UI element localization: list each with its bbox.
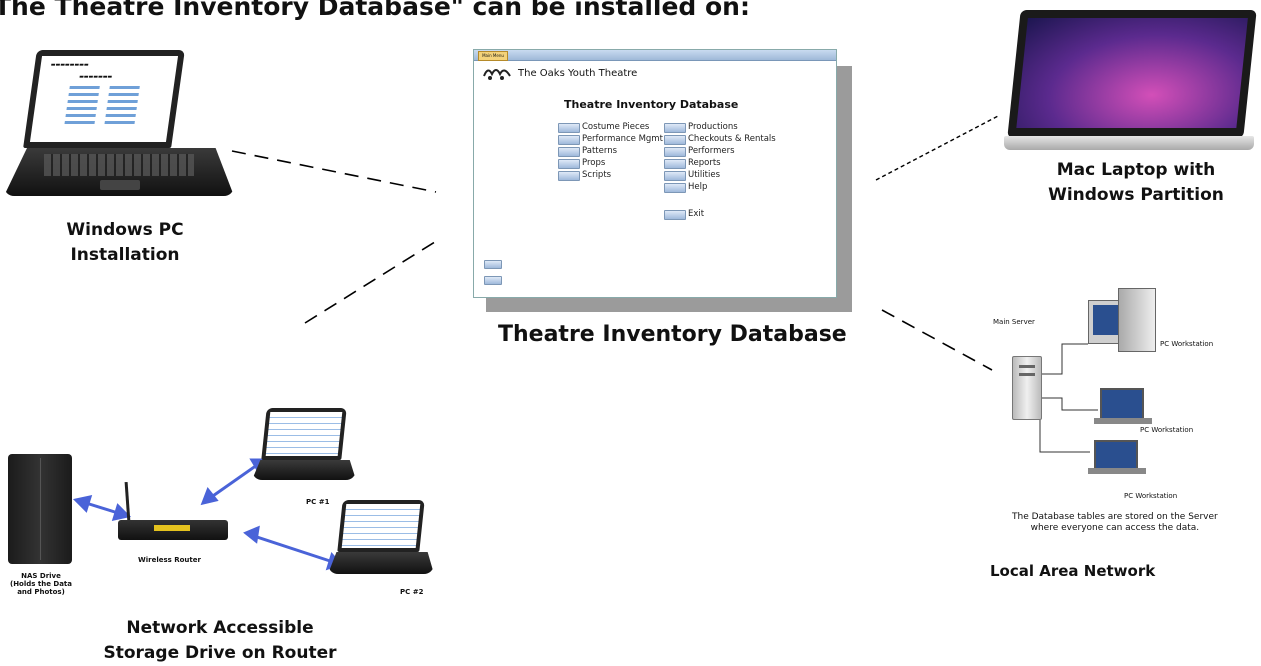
caption-windows-pc: Windows PC Installation <box>66 220 184 265</box>
caption-center: Theatre Inventory Database <box>498 322 847 347</box>
menu-label: Productions <box>688 122 738 132</box>
theatre-logo <box>482 66 512 82</box>
windows-laptop-screen: ▬▬▬▬▬▬▬▬ ▬▬▬▬▬▬▬ <box>23 50 185 148</box>
windows-laptop-base <box>4 148 234 196</box>
page-heading: The Theatre Inventory Database" can be i… <box>0 0 750 21</box>
menu-button-exit[interactable] <box>664 210 686 220</box>
workstation-laptop-3-icon <box>1094 440 1138 470</box>
menu-button-help[interactable] <box>664 183 686 193</box>
nas-drive-icon <box>8 454 72 564</box>
caption-nas: Network Accessible Storage Drive on Rout… <box>103 618 337 663</box>
db-title: Theatre Inventory Database <box>564 98 739 111</box>
connector-windows <box>231 150 437 193</box>
menu-label: Performance Mgmt <box>582 134 663 144</box>
connector-lan <box>881 309 993 371</box>
lan-main-server-label: Main Server <box>993 318 1035 326</box>
mac-laptop-base <box>1004 136 1254 150</box>
menu-label: Performers <box>688 146 735 156</box>
workstation-laptop-3-base <box>1088 468 1146 474</box>
menu-button-reports[interactable] <box>664 159 686 169</box>
menu-button-performance-mgmt[interactable] <box>558 135 580 145</box>
nas-drive-label: NAS Drive (Holds the Data and Photos) <box>10 572 72 596</box>
menu-label: Exit <box>688 209 705 219</box>
lan-workstation-1-label: PC Workstation <box>1160 340 1214 348</box>
org-name: The Oaks Youth Theatre <box>518 68 638 79</box>
menu-button-utilities[interactable] <box>664 171 686 181</box>
pc1-label: PC #1 <box>306 498 330 506</box>
menu-button-scripts[interactable] <box>558 171 580 181</box>
workstation-laptop-2-icon <box>1100 388 1144 420</box>
mac-laptop-screen <box>1007 10 1257 138</box>
menu-label: Utilities <box>688 170 720 180</box>
menu-label: Costume Pieces <box>582 122 650 132</box>
menu-button-productions[interactable] <box>664 123 686 133</box>
menu-button-props[interactable] <box>558 159 580 169</box>
menu-label: Reports <box>688 158 721 168</box>
pc1-laptop-screen <box>261 408 347 460</box>
lan-workstation-2-label: PC Workstation <box>1140 426 1194 434</box>
workstation-laptop-2-base <box>1094 418 1152 424</box>
menu-label: Scripts <box>582 170 612 180</box>
menu-button-costume-pieces[interactable] <box>558 123 580 133</box>
caption-mac: Mac Laptop with Windows Partition <box>1048 160 1224 205</box>
menu-label: Help <box>688 182 708 192</box>
workstation-tower-icon <box>1118 288 1156 352</box>
menu-button-performers[interactable] <box>664 147 686 157</box>
db-window: Main Menu The Oaks Youth Theatre Theatre… <box>473 49 837 298</box>
lan-note: The Database tables are stored on the Se… <box>1012 512 1218 533</box>
pc1-laptop-base <box>252 460 356 480</box>
connector-nas <box>304 239 439 324</box>
pc2-laptop-base <box>328 552 434 574</box>
small-button-1[interactable] <box>484 260 502 269</box>
server-tower-icon <box>1012 356 1042 420</box>
menu-button-checkouts-rentals[interactable] <box>664 135 686 145</box>
lan-links <box>1039 343 1098 453</box>
pc2-label: PC #2 <box>400 588 424 596</box>
menu-label: Checkouts & Rentals <box>688 134 776 144</box>
small-button-2[interactable] <box>484 276 502 285</box>
lan-workstation-3-label: PC Workstation <box>1124 492 1178 500</box>
db-tab[interactable]: Main Menu <box>478 51 508 61</box>
menu-button-patterns[interactable] <box>558 147 580 157</box>
db-titlebar: Main Menu <box>474 50 836 61</box>
pc2-laptop-screen <box>337 500 425 552</box>
menu-label: Patterns <box>582 146 618 156</box>
connector-mac <box>875 114 1001 181</box>
caption-lan: Local Area Network <box>990 562 1156 580</box>
router-label: Wireless Router <box>138 556 201 564</box>
menu-label: Props <box>582 158 606 168</box>
wireless-router-icon <box>118 520 228 540</box>
